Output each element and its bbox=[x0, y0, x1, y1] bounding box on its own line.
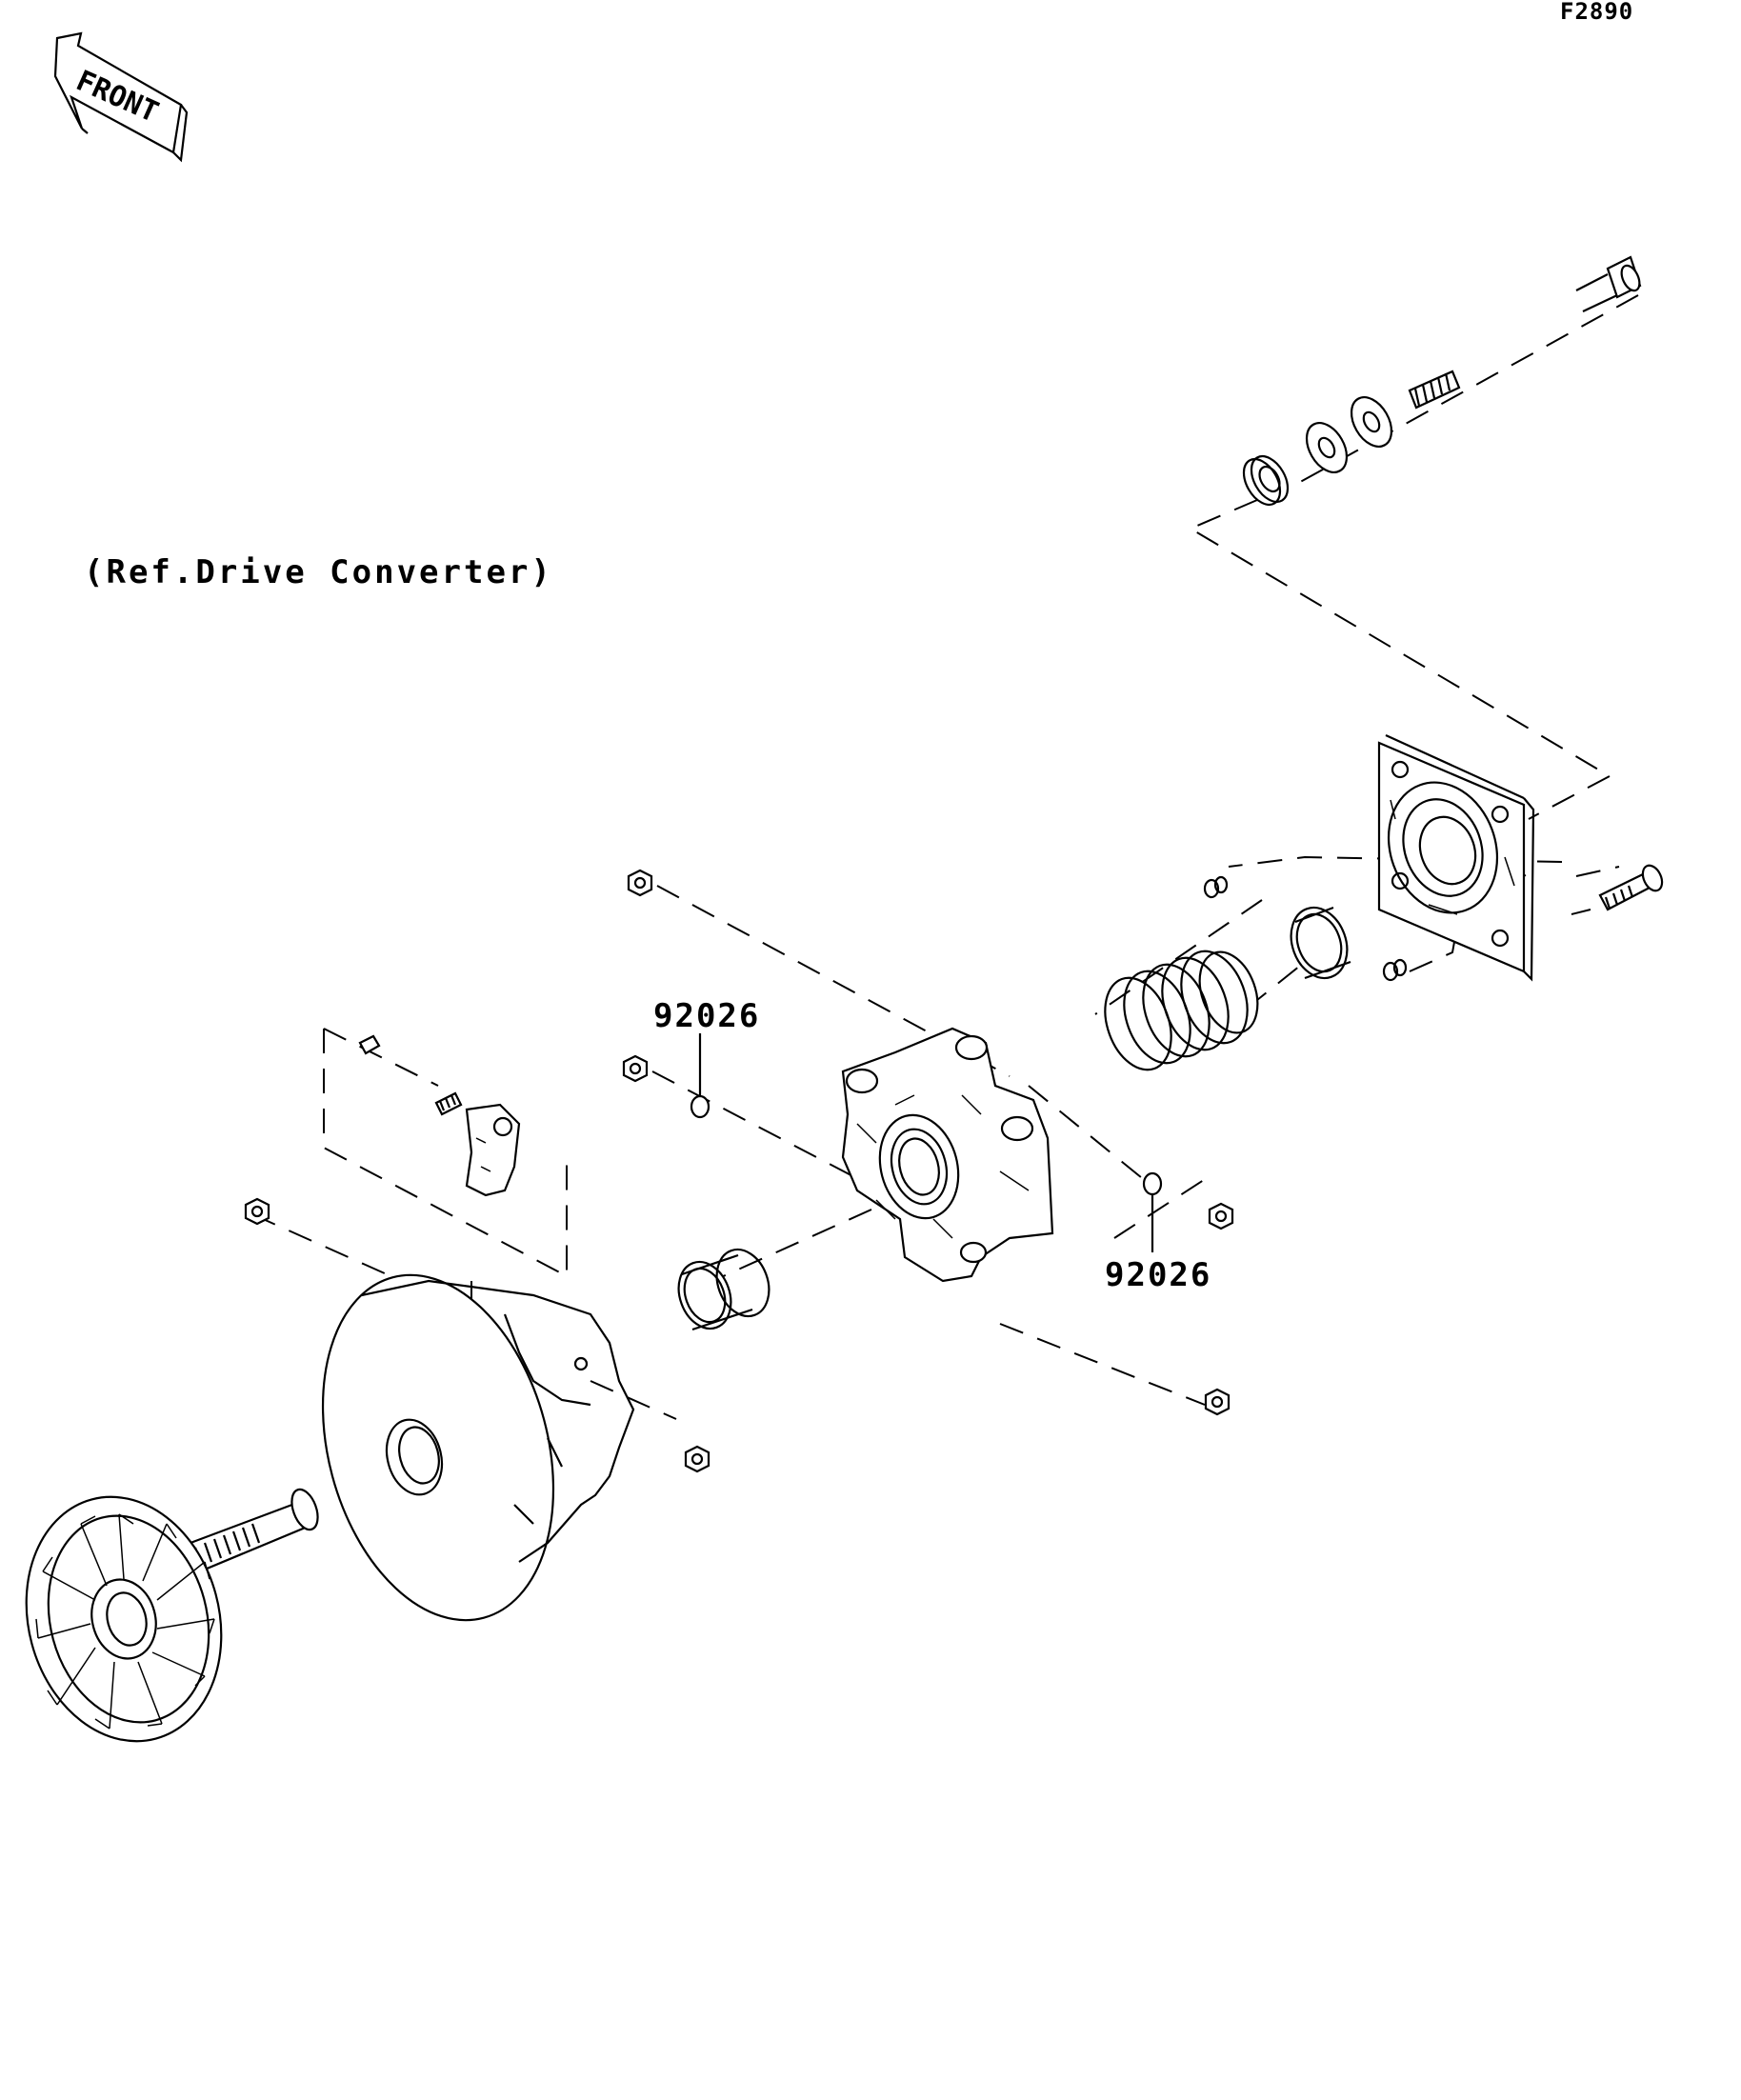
pin-right-2-icon bbox=[1382, 958, 1408, 982]
callout-92026-left: 92026 bbox=[653, 997, 760, 1035]
washer-2-icon bbox=[1305, 422, 1349, 473]
bolt-top-icon bbox=[1575, 255, 1642, 312]
pin-short-icon bbox=[358, 1034, 381, 1055]
nut-bottom-icon bbox=[684, 1445, 710, 1473]
fixed-sheave-icon bbox=[25, 1488, 319, 1743]
nut-top-left-icon bbox=[627, 869, 653, 897]
figure-id: F2890 bbox=[1560, 0, 1633, 25]
pin-threaded-icon bbox=[434, 1091, 463, 1116]
bushing-small-icon bbox=[1242, 455, 1290, 506]
washer-92026-left-icon bbox=[690, 1033, 710, 1119]
pin-right-1-icon bbox=[1203, 875, 1229, 899]
nut-right-2-icon bbox=[1204, 1388, 1231, 1416]
long-bolt-icon bbox=[1408, 370, 1461, 410]
nut-far-left-icon bbox=[244, 1197, 270, 1226]
bushing-right-icon bbox=[1290, 906, 1351, 980]
bolt-right-icon bbox=[1598, 864, 1664, 911]
washer-1-icon bbox=[1350, 396, 1393, 448]
weight-arm-icon bbox=[465, 1103, 521, 1197]
callout-92026-right: 92026 bbox=[1105, 1256, 1211, 1294]
washer-92026-right-icon bbox=[1142, 1171, 1163, 1252]
movable-sheave-icon bbox=[321, 1273, 635, 1622]
nut-right-1-icon bbox=[1208, 1202, 1234, 1230]
nut-mid-left-icon bbox=[622, 1054, 649, 1083]
cover-plate-icon bbox=[1377, 733, 1535, 982]
bushing-center-icon bbox=[677, 1248, 770, 1331]
spring-icon bbox=[1104, 950, 1259, 1071]
spider-icon bbox=[841, 1027, 1054, 1283]
front-arrow-icon: FRONT bbox=[53, 31, 189, 163]
reference-note: (Ref.Drive Converter) bbox=[84, 553, 553, 591]
